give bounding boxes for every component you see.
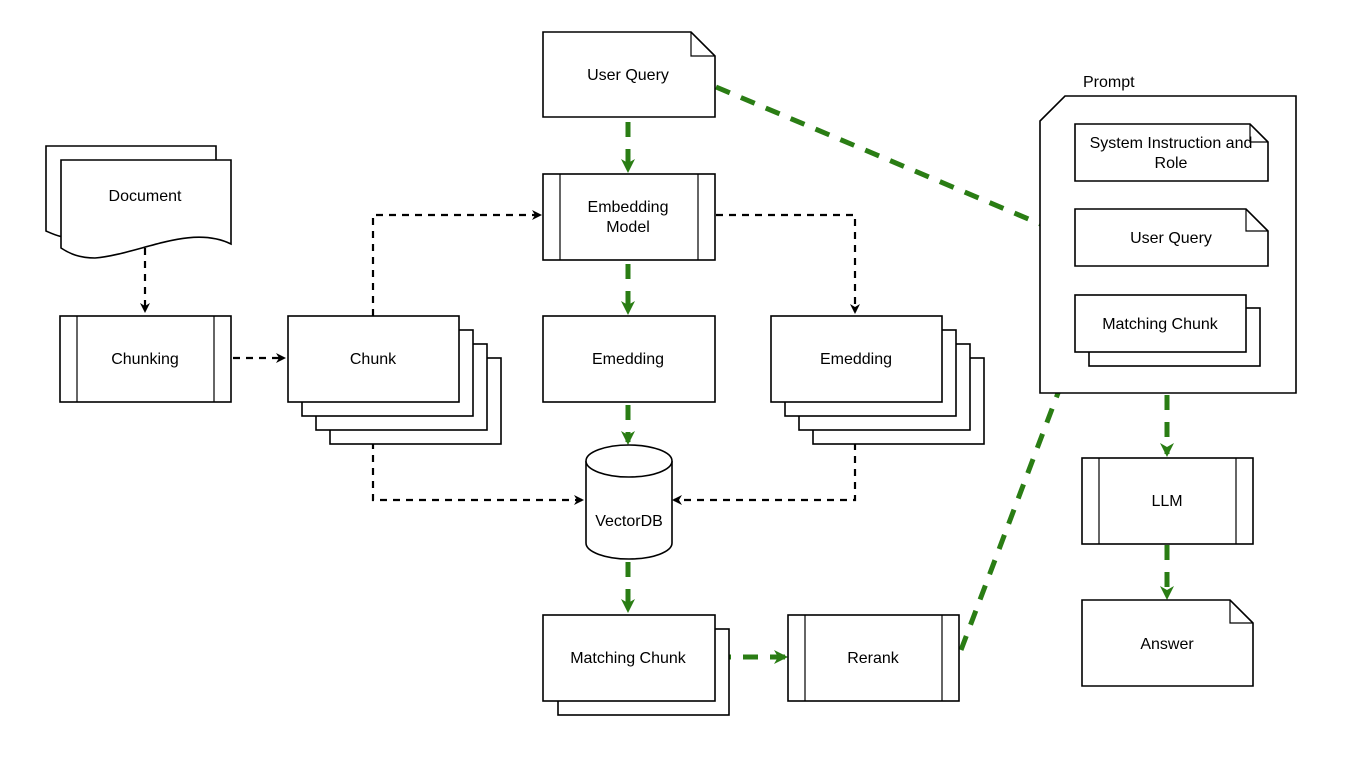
chunk-label: Chunk bbox=[350, 351, 397, 368]
rerank-node: Rerank bbox=[787, 614, 960, 702]
llm-node: LLM bbox=[1081, 457, 1254, 545]
vectordb-node: VectorDB bbox=[585, 444, 673, 560]
llm-label: LLM bbox=[1151, 493, 1182, 510]
answer-label: Answer bbox=[1140, 636, 1194, 653]
embedding-model-label-line1: Embedding bbox=[588, 199, 669, 216]
prompt-container: Prompt System Instruction and Role User … bbox=[1039, 74, 1297, 394]
prompt-matching-chunk-label: Matching Chunk bbox=[1102, 316, 1219, 333]
edge-embedding-model-to-right-embedding bbox=[716, 213, 860, 314]
document-label: Document bbox=[109, 188, 182, 205]
matching-chunk-node: Matching Chunk bbox=[542, 614, 730, 716]
prompt-user-query-label: User Query bbox=[1130, 230, 1212, 247]
green-edges bbox=[621, 84, 1174, 664]
user-query-label: User Query bbox=[587, 67, 669, 84]
embedding-model-node: Embedding Model bbox=[542, 173, 716, 261]
chunking-node: Chunking bbox=[59, 315, 232, 403]
chunking-label: Chunking bbox=[111, 351, 179, 368]
edge-user-query-to-prompt-query bbox=[715, 84, 1074, 240]
prompt-system-instruction: System Instruction and Role bbox=[1074, 123, 1269, 182]
embedding-right-label: Emedding bbox=[820, 351, 892, 368]
rerank-label: Rerank bbox=[847, 650, 900, 667]
embedding-right-node: Emedding bbox=[770, 315, 985, 445]
vectordb-label: VectorDB bbox=[595, 513, 663, 530]
prompt-title: Prompt bbox=[1083, 74, 1135, 91]
prompt-user-query: User Query bbox=[1074, 208, 1269, 267]
matching-chunk-label: Matching Chunk bbox=[570, 650, 687, 667]
embedding-center-label: Emedding bbox=[592, 351, 664, 368]
user-query-node: User Query bbox=[542, 31, 716, 118]
chunk-node: Chunk bbox=[287, 315, 502, 445]
embedding-model-label-line2: Model bbox=[606, 219, 650, 236]
prompt-system-label-line2: Role bbox=[1155, 155, 1188, 172]
answer-node: Answer bbox=[1081, 599, 1254, 687]
prompt-matching-chunk: Matching Chunk bbox=[1074, 294, 1261, 367]
edge-chunk-to-embedding-model bbox=[371, 210, 542, 316]
document-node: Document bbox=[45, 145, 232, 259]
embedding-center-node: Emedding bbox=[542, 315, 716, 403]
prompt-system-label-line1: System Instruction and bbox=[1090, 135, 1253, 152]
